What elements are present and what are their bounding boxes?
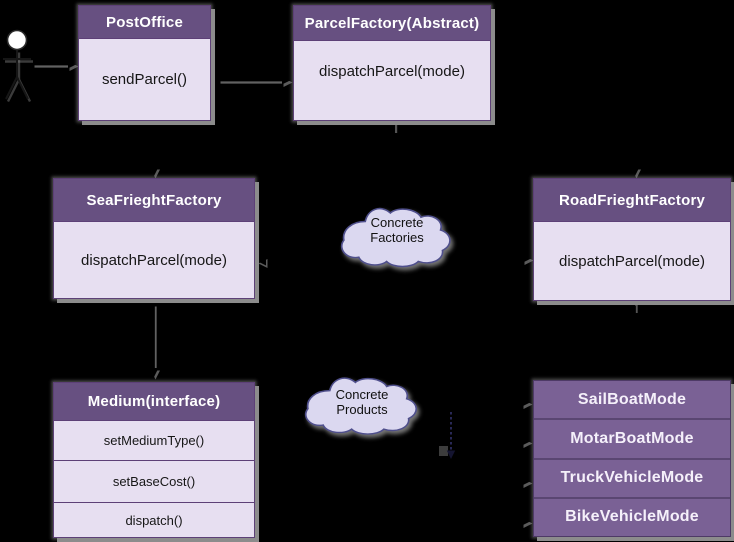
product-box-bikevehiclemode[interactable]: BikeVehicleMode bbox=[534, 496, 730, 536]
class-method: sendParcel() bbox=[101, 71, 188, 88]
connector-cloud-roadfrieghtfactory bbox=[451, 251, 534, 265]
dashed-annotation-line bbox=[439, 412, 456, 459]
class-box-roadfrieghtfactory[interactable]: RoadFrieghtFactory dispatchParcel(mode) bbox=[533, 178, 731, 301]
product-modes-stack: SailBoatMode MotarBoatMode TruckVehicleM… bbox=[533, 380, 731, 537]
class-box-parcelfactory[interactable]: ParcelFactory(Abstract) dispatchParcel(m… bbox=[293, 5, 491, 121]
class-title: SeaFrieghtFactory bbox=[54, 179, 254, 222]
actor-icon[interactable] bbox=[3, 29, 33, 103]
class-method: dispatchParcel(mode) bbox=[559, 252, 705, 270]
connector-cloud-seafrieghtfactory bbox=[257, 255, 345, 268]
class-title: Medium(interface) bbox=[54, 383, 254, 421]
connector-actor-postoffice bbox=[33, 59, 79, 71]
class-method: dispatch() bbox=[54, 502, 254, 537]
product-box-motarboatmode[interactable]: MotarBoatMode bbox=[534, 418, 730, 457]
product-box-truckvehiclemode[interactable]: TruckVehicleMode bbox=[534, 457, 730, 497]
class-box-postoffice[interactable]: PostOffice sendParcel() bbox=[78, 5, 211, 121]
connector-parcelfactory-roadfrieghtfactory bbox=[393, 124, 641, 179]
concrete-factories-cloud[interactable] bbox=[340, 207, 451, 268]
class-method: setBaseCost() bbox=[54, 460, 254, 502]
class-method: dispatchParcel(mode) bbox=[319, 63, 465, 80]
connector-seafrieghtfactory-medium bbox=[149, 304, 160, 380]
class-title: PostOffice bbox=[79, 6, 210, 39]
class-box-seafrieghtfactory[interactable]: SeaFrieghtFactory dispatchParcel(mode) bbox=[53, 178, 255, 299]
connector-roadfrieghtfactory-products bbox=[515, 305, 638, 528]
class-method: setMediumType() bbox=[103, 433, 205, 448]
class-method: dispatchParcel(mode) bbox=[81, 251, 227, 269]
connector-parcelfactory-seafrieghtfactory bbox=[149, 124, 398, 179]
class-title: RoadFrieghtFactory bbox=[534, 179, 730, 222]
concrete-products-cloud[interactable] bbox=[304, 377, 418, 435]
class-box-medium-interface[interactable]: Medium(interface) setMediumType() setBas… bbox=[53, 382, 255, 538]
product-box-sailboatmode[interactable]: SailBoatMode bbox=[577, 390, 687, 408]
connector-postoffice-parcelfactory bbox=[219, 75, 293, 87]
class-title: ParcelFactory(Abstract) bbox=[294, 6, 490, 41]
